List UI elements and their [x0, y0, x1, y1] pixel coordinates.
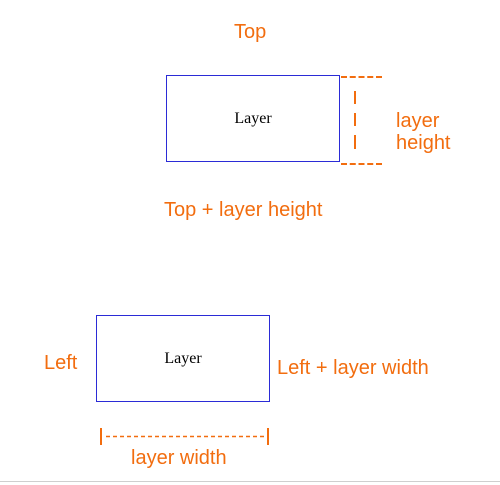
left-label: Left — [44, 352, 78, 374]
height-label-line1: layer — [396, 110, 440, 132]
layer-box-top-label: Layer — [234, 109, 272, 127]
left-plus-width-label: Left + layer width — [277, 357, 429, 379]
height-label-line2: height — [396, 132, 451, 154]
top-plus-height-label: Top + layer height — [164, 199, 323, 221]
width-label: layer width — [131, 447, 227, 469]
bottom-divider — [0, 481, 500, 482]
layer-box-bottom-label: Layer — [164, 349, 202, 367]
width-dimension-line — [100, 428, 269, 445]
top-edge-guide-line — [341, 76, 382, 78]
layer-box-top: Layer — [166, 75, 340, 162]
height-dimension-line — [354, 91, 356, 149]
top-label: Top — [234, 21, 267, 43]
bottom-edge-guide-line — [341, 163, 382, 165]
layer-box-bottom: Layer — [96, 315, 270, 402]
